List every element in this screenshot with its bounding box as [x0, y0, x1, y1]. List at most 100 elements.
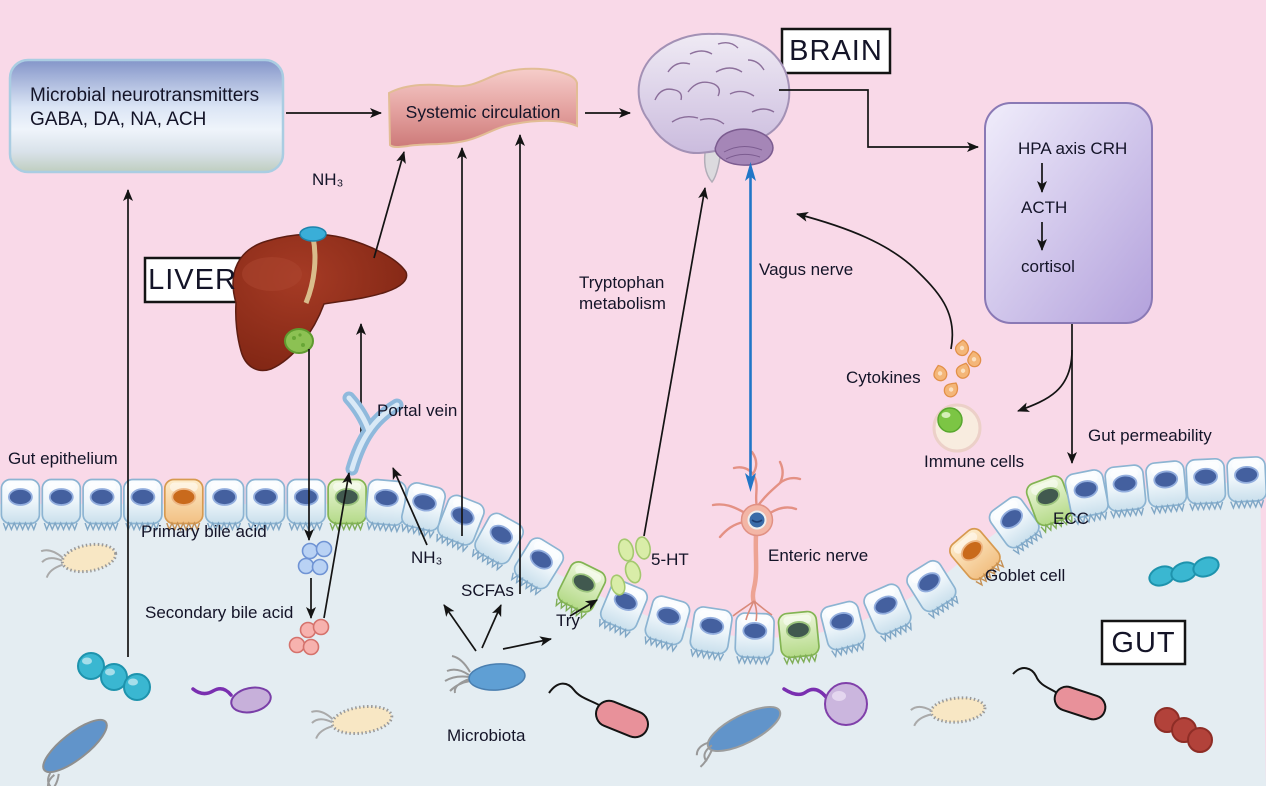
epithelial-cell	[365, 478, 407, 534]
goblet-cell-label: Goblet cell	[985, 566, 1066, 585]
liver-vessel-icon	[299, 226, 327, 242]
liver-title: LIVER	[148, 264, 237, 296]
coccus-chain-red-icon	[1154, 707, 1213, 753]
primary-bile-acid-dots-icon	[297, 540, 333, 576]
nh3-gut-label: NH₃	[411, 548, 443, 567]
portal-vein-label: Portal vein	[377, 401, 458, 420]
bacillus-blue-left-icon	[42, 718, 108, 786]
arrow-nh3-to-portal	[392, 467, 428, 546]
coccus-chain-teal-right-icon	[1148, 556, 1220, 587]
primary-bile-acid-label: Primary bile acid	[141, 522, 267, 541]
brain-icon	[637, 32, 791, 184]
epithelial-cell	[204, 478, 245, 532]
liver-icon	[232, 226, 408, 372]
coccus-chain-teal-icon	[77, 652, 151, 701]
epithelial-cell	[82, 478, 122, 532]
epithelial-cell	[245, 478, 286, 532]
epithelial-cell	[734, 612, 775, 666]
epithelial-cell	[123, 478, 163, 532]
bacterium-tan-left-icon	[40, 542, 118, 578]
cytokines-label: Cytokines	[846, 368, 921, 387]
epithelial-cell	[1104, 464, 1147, 520]
pathway-arrows	[123, 89, 1077, 657]
microbial-neurotransmitters-text: Microbial neurotransmitters GABA, DA, NA…	[30, 84, 259, 132]
hpa-crh-label: HPA axis CRH	[1018, 139, 1128, 158]
microbial-line2: GABA, DA, NA, ACH	[30, 109, 207, 130]
gut-title: GUT	[1111, 626, 1176, 659]
immune-cell-icon	[932, 403, 982, 453]
arrow-liver-nh3-to-circulation	[373, 151, 406, 259]
epithelial-cell	[689, 606, 733, 662]
gut-epithelium-label: Gut epithelium	[8, 449, 118, 468]
arrow-try-to-ecc	[569, 599, 598, 617]
enteric-nerve-label: Enteric nerve	[768, 546, 869, 565]
arrow-cytokines-to-brain	[796, 211, 954, 350]
bacillus-pink-right-icon	[1012, 667, 1107, 721]
arrow-bacterium-to-scfas	[481, 604, 502, 649]
arrow-brain-to-hpa	[779, 89, 979, 152]
goblet-cell	[949, 527, 1005, 587]
epithelial-cell	[988, 496, 1043, 556]
secondary-bile-acid-label: Secondary bile acid	[145, 603, 294, 622]
nh3-liver-label: NH₃	[312, 170, 344, 189]
epithelial-cell	[436, 494, 485, 553]
epithelial-cell	[644, 595, 691, 653]
epithelial-cell	[820, 600, 866, 659]
gut-permeability-label: Gut permeability	[1088, 426, 1212, 445]
cerebellum-icon	[714, 128, 774, 166]
epithelial-cell	[1226, 456, 1266, 510]
microbiota-label: Microbiota	[447, 726, 526, 745]
acth-label: ACTH	[1021, 198, 1068, 217]
serotonin-label: 5-HT	[651, 550, 689, 569]
tryptophan-line1: Tryptophan	[579, 273, 665, 292]
arrow-hpa-to-immune-cells	[1017, 349, 1073, 412]
arrow-5ht-to-brain	[643, 187, 709, 537]
serotonin-vesicles-icon	[610, 536, 651, 596]
systemic-circulation-banner	[387, 67, 578, 148]
systemic-circulation-label: Systemic circulation	[405, 102, 561, 122]
tryptophan-metabolism-label: Tryptophan metabolism	[579, 272, 666, 314]
epithelial-cell	[1145, 460, 1188, 516]
cortisol-label: cortisol	[1021, 257, 1075, 276]
hpa-axis-box	[984, 102, 1153, 324]
goblet-cell	[163, 478, 204, 532]
portal-vein-icon	[342, 391, 404, 476]
arrow-bacterium-to-try	[502, 636, 552, 650]
bacterium-purple-circle-icon	[782, 682, 868, 726]
ecc-cell	[1025, 475, 1074, 534]
bacillus-pink-mid-icon	[548, 682, 649, 739]
arrow-bacterium-to-nh3	[443, 604, 477, 652]
arrow-secondary-bile-to-portal	[323, 472, 353, 619]
epithelial-cell	[906, 559, 959, 620]
ecc-label: ECC	[1053, 509, 1089, 528]
microbiota-bacterium-icon	[444, 655, 526, 694]
gut-title-box	[1100, 619, 1187, 666]
enteric-nerve-neuron-icon	[711, 450, 802, 622]
ecc-cell	[777, 610, 820, 666]
brain-title: BRAIN	[789, 35, 883, 67]
epithelial-cell	[1185, 457, 1227, 512]
tryptophan-line2: metabolism	[579, 294, 666, 313]
brain-title-box	[780, 27, 892, 75]
epithelial-cell	[286, 478, 327, 532]
microbial-line1: Microbial neurotransmitters	[30, 85, 260, 106]
epithelial-cell	[510, 537, 565, 596]
bacterium-tan-mid-icon	[311, 704, 394, 739]
epithelial-cell	[41, 478, 82, 532]
scfas-label: SCFAs	[461, 581, 514, 600]
cytokine-droplets-icon	[933, 339, 982, 398]
immune-cells-label: Immune cells	[924, 452, 1025, 471]
epithelial-cell	[1064, 469, 1109, 526]
bacillus-blue-right-icon	[695, 705, 782, 768]
epithelial-cell	[0, 478, 41, 532]
epithelial-cell	[400, 482, 447, 539]
epithelial-cell	[471, 512, 525, 572]
gallbladder-icon	[284, 328, 314, 354]
microbial-neurotransmitters-box	[8, 58, 285, 174]
try-label: Try	[556, 611, 580, 630]
vagus-nerve-arrow	[745, 162, 756, 492]
epithelial-cell	[863, 583, 912, 643]
vagus-nerve-label: Vagus nerve	[759, 260, 854, 279]
